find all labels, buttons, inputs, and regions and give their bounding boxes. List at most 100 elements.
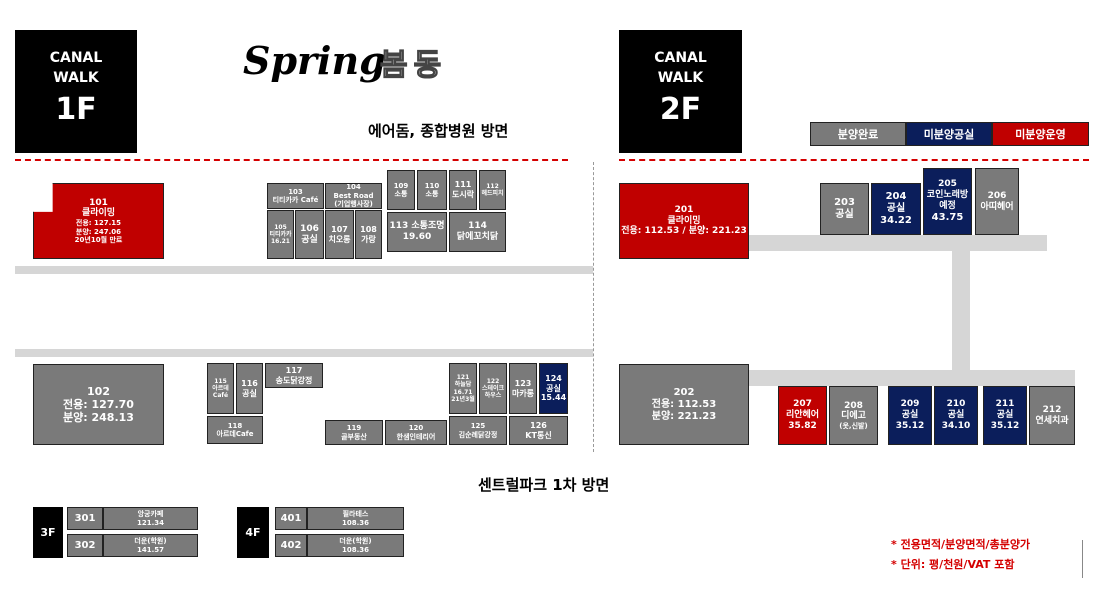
floor-divider bbox=[593, 162, 594, 452]
unit-tenant: KT통신 bbox=[525, 430, 552, 440]
unit-tenant: 공실 bbox=[242, 388, 257, 398]
unit-number: 109 bbox=[393, 181, 409, 190]
note-divider bbox=[1082, 540, 1083, 578]
unit-201[interactable]: 201 클라이밍 전용: 112.53 / 분양: 221.23 bbox=[619, 183, 749, 259]
title-korean: 봄동 bbox=[379, 47, 448, 83]
unit-tenant: 공실 bbox=[947, 410, 965, 421]
unit-number: 212 bbox=[1042, 404, 1062, 415]
unit-tenant: 앙궁카페 bbox=[137, 510, 164, 519]
unit-area: 108.36 bbox=[341, 518, 369, 527]
unit-note: 20년10월 만료 bbox=[74, 235, 123, 244]
unit-tenant: 소통 bbox=[425, 190, 439, 198]
unit-number: 108 bbox=[360, 224, 377, 234]
unit-sale-area: 분양: 248.13 bbox=[63, 411, 134, 425]
unit-104[interactable]: 104 Best Road (기업행사장) bbox=[325, 183, 382, 209]
unit-302-number[interactable]: 302 bbox=[67, 534, 103, 557]
unit-107[interactable]: 107 치오롱 bbox=[325, 210, 354, 259]
floor-number: 2F bbox=[659, 92, 702, 127]
unit-tenant: 공실 bbox=[835, 209, 854, 220]
unit-tenant: 공실 bbox=[996, 410, 1014, 421]
unit-number: 112 bbox=[486, 182, 499, 190]
unit-number: 104 bbox=[346, 183, 361, 192]
unit-number: 204 bbox=[885, 191, 907, 202]
unit-area: 35.82 bbox=[788, 420, 817, 431]
unit-number: 207 bbox=[793, 399, 812, 410]
unit-area: 전용: 127.15 bbox=[75, 219, 122, 228]
unit-210[interactable]: 210 공실 34.10 bbox=[934, 386, 978, 445]
unit-tenant: 하늘담 bbox=[454, 381, 472, 389]
unit-number: 122 bbox=[486, 377, 500, 385]
unit-401-number[interactable]: 401 bbox=[275, 507, 307, 530]
unit-119[interactable]: 119 골부동산 bbox=[325, 420, 383, 445]
unit-number: 119 bbox=[346, 424, 362, 433]
unit-115[interactable]: 115 아르데 Café bbox=[207, 363, 234, 414]
unit-area: 34.10 bbox=[941, 420, 971, 431]
unit-105[interactable]: 105 티티카카 16.21 bbox=[267, 210, 294, 259]
unit-121[interactable]: 121 하늘담 16.71 21년3월 bbox=[449, 363, 477, 414]
legend-unsold-vacant: 미분양공실 bbox=[906, 122, 992, 146]
unit-208[interactable]: 208 디에고 (옷,신발) bbox=[829, 386, 878, 445]
unit-area: 35.12 bbox=[990, 420, 1020, 431]
unit-207[interactable]: 207 리안헤어 35.82 bbox=[778, 386, 827, 445]
unit-102[interactable]: 102 전용: 127.70 분양: 248.13 bbox=[33, 364, 164, 445]
unit-205[interactable]: 205 코인노래방 예정 43.75 bbox=[923, 168, 972, 235]
unit-126[interactable]: 126 KT통신 bbox=[509, 416, 568, 445]
unit-122[interactable]: 122 스테이크 하우스 bbox=[479, 363, 507, 414]
unit-120[interactable]: 120 한샘인테리어 bbox=[385, 420, 447, 445]
unit-112[interactable]: 112 헤드피치 bbox=[479, 170, 506, 210]
unit-125[interactable]: 125 김순례닭강정 bbox=[449, 416, 507, 445]
unit-tenant: 클라이밍 bbox=[81, 208, 116, 219]
unit-tenant: 헤드피치 bbox=[481, 190, 504, 197]
unit-402-number[interactable]: 402 bbox=[275, 534, 307, 557]
unit-402[interactable]: 더운(학원) 108.36 bbox=[307, 534, 404, 557]
unit-116[interactable]: 116 공실 bbox=[236, 363, 263, 414]
unit-tenant: 티티카카 bbox=[269, 230, 292, 238]
unit-tenant: 더운(학원) bbox=[339, 537, 372, 546]
unit-number: 402 bbox=[280, 539, 302, 551]
unit-302[interactable]: 더운(학원) 141.57 bbox=[103, 534, 198, 557]
unit-106[interactable]: 106 공실 bbox=[295, 210, 324, 259]
unit-area: 19.60 bbox=[402, 232, 432, 242]
unit-301[interactable]: 앙궁카페 121.34 bbox=[103, 507, 198, 530]
unit-117[interactable]: 117 송도닭강정 bbox=[265, 363, 323, 388]
unit-114[interactable]: 114 닭에꼬치닭 bbox=[449, 212, 506, 252]
unit-111[interactable]: 111 도시락 bbox=[449, 170, 477, 210]
floor-1f-badge: CANAL WALK 1F bbox=[15, 30, 137, 153]
unit-108[interactable]: 108 가랑 bbox=[355, 210, 382, 259]
unit-area: 16.71 bbox=[453, 388, 473, 396]
unit-number: 111 bbox=[454, 180, 472, 190]
unit-204[interactable]: 204 공실 34.22 bbox=[871, 183, 921, 235]
unit-number: 118 bbox=[227, 421, 243, 430]
floor-3f-badge: 3F bbox=[33, 507, 63, 558]
unit-203[interactable]: 203 공실 bbox=[820, 183, 869, 235]
canal-text: CANAL bbox=[49, 50, 103, 66]
unit-number: 208 bbox=[844, 400, 863, 411]
unit-area: 전용: 112.53 bbox=[651, 398, 717, 410]
unit-301-number[interactable]: 301 bbox=[67, 507, 103, 530]
unit-101[interactable]: 101 클라이밍 전용: 127.15 분양: 247.06 20년10월 만료 bbox=[33, 183, 164, 259]
unit-118[interactable]: 118 아르데Cafe bbox=[207, 416, 263, 444]
unit-tenant: 김순례닭강정 bbox=[458, 430, 498, 439]
unit-number: 107 bbox=[331, 224, 348, 234]
unit-401[interactable]: 필라테스 108.36 bbox=[307, 507, 404, 530]
unit-206[interactable]: 206 아띠헤어 bbox=[975, 168, 1019, 235]
unit-212[interactable]: 212 연세치과 bbox=[1029, 386, 1075, 445]
unit-tenant: 아띠헤어 bbox=[980, 201, 1014, 212]
note-units-definition: * 전용면적/분양면적/총분양가 bbox=[891, 538, 1031, 551]
walkway-top bbox=[15, 266, 593, 274]
unit-211[interactable]: 211 공실 35.12 bbox=[983, 386, 1027, 445]
unit-tenant: 티티카카 Café bbox=[272, 196, 319, 204]
unit-209[interactable]: 209 공실 35.12 bbox=[888, 386, 932, 445]
unit-113[interactable]: 113 소통조명 19.60 bbox=[387, 212, 447, 252]
unit-number: 101 bbox=[89, 197, 108, 208]
unit-110[interactable]: 110 소통 bbox=[417, 170, 447, 210]
unit-number: 301 bbox=[74, 512, 96, 524]
unit-202[interactable]: 202 전용: 112.53 분양: 221.23 bbox=[619, 364, 749, 445]
unit-103[interactable]: 103 티티카카 Café bbox=[267, 183, 324, 209]
unit-124[interactable]: 124 공실 15.44 bbox=[539, 363, 568, 414]
unit-123[interactable]: 123 마카롱 bbox=[509, 363, 537, 414]
unit-109[interactable]: 109 소통 bbox=[387, 170, 415, 210]
unit-number: 121 bbox=[456, 374, 470, 382]
unit-tenant: 공실 bbox=[546, 383, 561, 393]
canal-text: CANAL bbox=[654, 50, 707, 66]
